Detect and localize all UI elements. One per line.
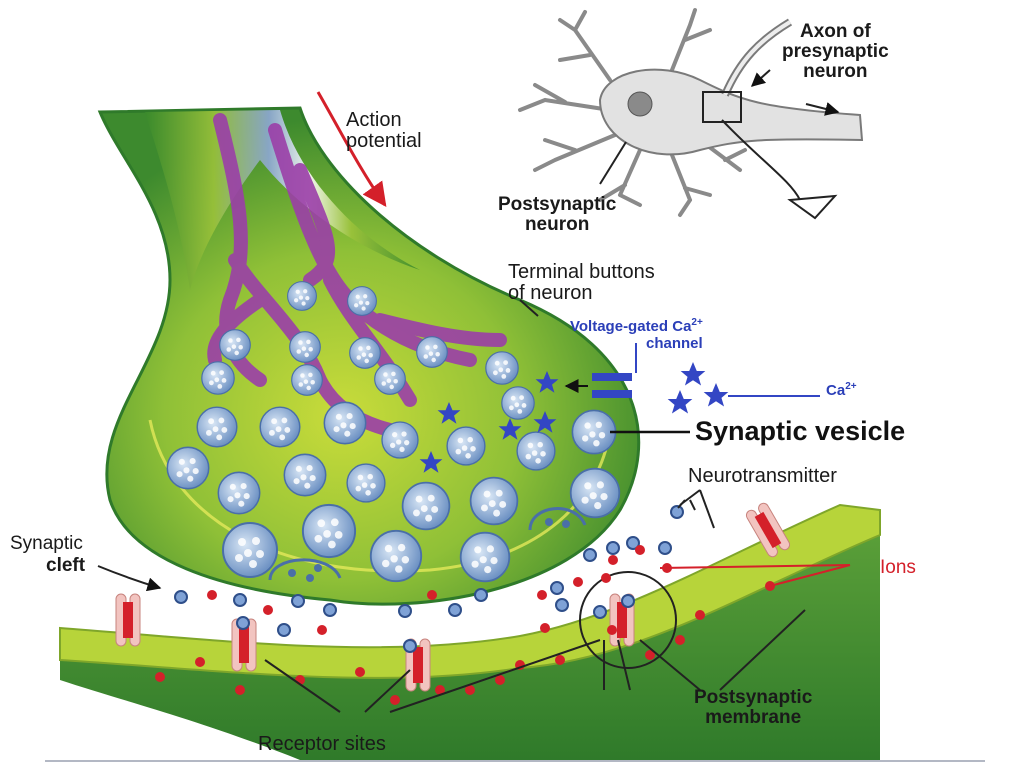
postsynaptic-neuron-label: Postsynaptic neuron <box>498 194 617 235</box>
receptor-sites-label: Receptor sites <box>258 733 386 755</box>
cleft-label: cleft <box>46 555 86 576</box>
postsynaptic-membrane-label: Postsynaptic membrane <box>694 687 813 728</box>
action-potential-label: Action potential <box>346 109 422 152</box>
arrow-icon <box>805 102 840 116</box>
action-potential-arrow <box>316 91 387 207</box>
synaptic-label: Synaptic <box>10 533 83 554</box>
voltage-gated-label: Voltage-gated Ca2+ <box>570 317 703 335</box>
magnifier-box-icon <box>702 91 742 123</box>
arrow-icon <box>787 194 838 220</box>
terminal-buttons-label: Terminal buttons of neuron <box>508 261 655 304</box>
voltage-gated-text: Voltage-gated Ca <box>570 318 692 335</box>
neurotransmitters <box>174 505 684 653</box>
calcium-channel <box>564 343 820 414</box>
axon-label: Axon of presynaptic neuron <box>782 21 889 82</box>
neurotransmitter-label: Neurotransmitter <box>688 465 837 487</box>
postsynaptic-neuron-inset <box>518 8 864 220</box>
voltage-gated-sup: 2+ <box>691 317 703 328</box>
presynaptic-terminal <box>97 106 641 606</box>
channel-label: channel <box>646 335 703 352</box>
ca-sup: 2+ <box>845 381 857 392</box>
postsynaptic-membrane <box>59 500 881 760</box>
ions <box>155 545 775 705</box>
ca-label: Ca2+ <box>826 381 857 399</box>
ions-label: Ions <box>880 557 916 578</box>
ca-text: Ca <box>826 382 846 399</box>
synaptic-vesicle-label: Synaptic vesicle <box>695 416 906 446</box>
